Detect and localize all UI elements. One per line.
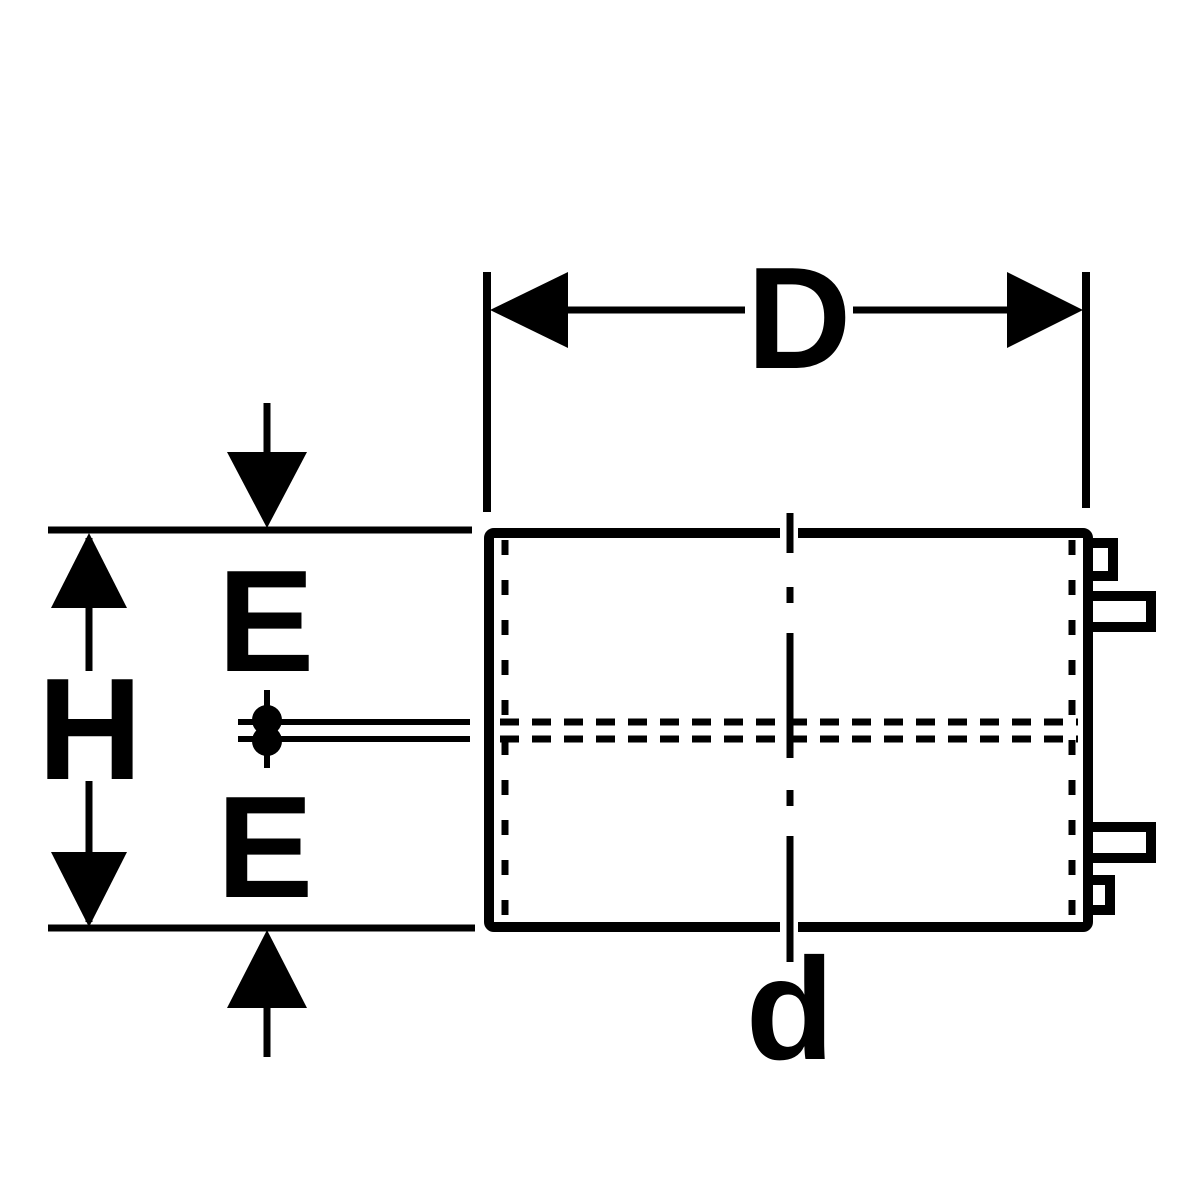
e-top-arrow-down-icon [227, 452, 307, 528]
dim-outer-diameter: D [483, 237, 1090, 512]
terminal-tab-top-large [1083, 591, 1156, 632]
d-lower-dim-label: d [746, 928, 835, 1090]
centerline-marker [238, 690, 470, 768]
dim-inner-diameter: d [746, 928, 835, 1090]
terminal-tab-bottom-small [1083, 875, 1115, 915]
h-dim-label: H [38, 648, 143, 810]
d-arrow-left-icon [490, 272, 568, 348]
center-dot-upper-icon [252, 705, 282, 735]
h-label-mask [40, 671, 138, 781]
terminal-tab-bottom-large [1083, 822, 1156, 863]
coupling-body [484, 513, 1093, 962]
d-arrow-right-icon [1007, 272, 1083, 348]
e-top-label: E [218, 540, 315, 702]
dim-e-offsets: E E [217, 403, 315, 1057]
dim-overall-height: H [38, 533, 143, 927]
terminal-tab-top-small [1083, 538, 1118, 581]
center-dot-lower-icon [252, 726, 282, 756]
h-arrow-down-icon [51, 852, 127, 927]
d-dim-label: D [747, 237, 852, 399]
h-arrow-up-icon [51, 533, 127, 608]
e-bottom-label: E [217, 766, 314, 928]
fusion-terminal-tabs [1083, 538, 1156, 915]
e-bottom-arrow-up-icon [227, 930, 307, 1008]
